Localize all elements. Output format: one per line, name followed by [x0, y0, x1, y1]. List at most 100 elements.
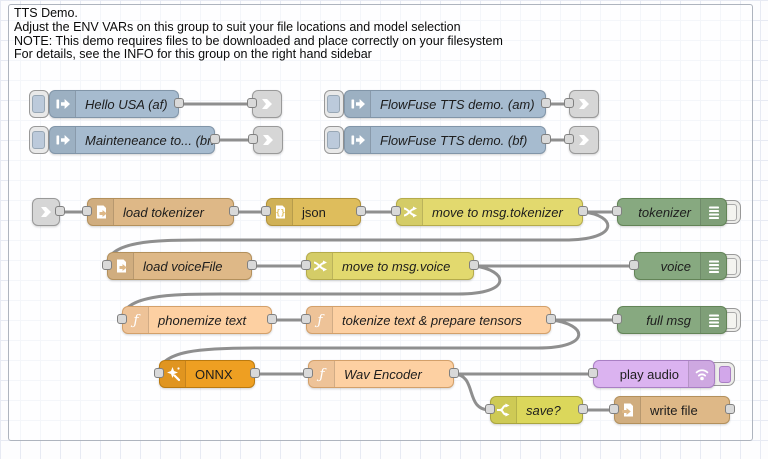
- node-label: Wav Encoder: [344, 366, 422, 382]
- wire[interactable]: [120, 264, 502, 322]
- input-port[interactable]: [301, 314, 311, 324]
- wire[interactable]: [452, 372, 492, 412]
- node-label: ONNX: [195, 366, 233, 382]
- node-debug-voice[interactable]: voice: [629, 252, 727, 280]
- node-label: move to msg.tokenizer: [432, 204, 563, 220]
- output-port[interactable]: [541, 98, 551, 108]
- node-inject-flowfuse-bf[interactable]: FlowFuse TTS demo. (bf): [344, 126, 551, 154]
- node-debug-full-msg[interactable]: full msg: [612, 306, 727, 334]
- group-label-line: Adjust the ENV VARs on this group to sui…: [14, 19, 461, 34]
- input-port[interactable]: [117, 314, 127, 324]
- output-port[interactable]: [449, 368, 459, 378]
- inject-button[interactable]: [29, 90, 49, 118]
- node-label: json: [302, 204, 326, 220]
- node-switch-save[interactable]: save?: [485, 396, 588, 424]
- node-inject-hello-usa[interactable]: Hello USA (af): [49, 90, 184, 118]
- input-port[interactable]: [564, 98, 574, 108]
- input-port[interactable]: [247, 98, 257, 108]
- file-export-icon: [108, 253, 134, 279]
- output-port[interactable]: [174, 98, 184, 108]
- group-label-line: NOTE: This demo requires files to be dow…: [14, 33, 503, 48]
- svg-text:ƒ: ƒ: [130, 313, 141, 329]
- input-port[interactable]: [82, 206, 92, 216]
- node-label: FlowFuse TTS demo. (am): [380, 96, 535, 112]
- group-label-line: For details, see the INFO for this group…: [14, 47, 372, 62]
- node-tokenize-prepare-tensors[interactable]: ƒ tokenize text & prepare tensors: [301, 306, 556, 334]
- input-port[interactable]: [102, 260, 112, 270]
- group-label: TTS Demo. Adjust the ENV VARs on this gr…: [14, 6, 503, 62]
- function-icon: ƒ: [123, 307, 149, 333]
- link-arrow-icon: [570, 91, 598, 117]
- output-port[interactable]: [267, 314, 277, 324]
- node-play-audio[interactable]: play audio: [588, 360, 715, 388]
- node-link-out[interactable]: [564, 90, 599, 118]
- input-port[interactable]: [301, 260, 311, 270]
- input-port[interactable]: [629, 260, 639, 270]
- link-arrow-icon: [570, 127, 598, 153]
- input-port[interactable]: [154, 368, 164, 378]
- node-label: save?: [526, 402, 561, 418]
- node-inject-flowfuse-am[interactable]: FlowFuse TTS demo. (am): [344, 90, 551, 118]
- node-label: play audio: [619, 366, 679, 382]
- inject-button[interactable]: [29, 126, 49, 154]
- node-load-voicefile[interactable]: load voiceFile: [102, 252, 257, 280]
- node-label: tokenize text & prepare tensors: [342, 312, 522, 328]
- node-link-out[interactable]: [248, 126, 283, 154]
- node-write-file[interactable]: write file: [609, 396, 735, 424]
- console-lines-icon: [700, 253, 726, 279]
- output-port[interactable]: [229, 206, 239, 216]
- node-link-out[interactable]: [247, 90, 282, 118]
- node-wav-encoder[interactable]: ƒ Wav Encoder: [303, 360, 459, 388]
- node-label: FlowFuse TTS demo. (bf): [380, 132, 528, 148]
- node-onnx[interactable]: ONNX: [154, 360, 260, 388]
- output-port[interactable]: [578, 404, 588, 414]
- function-icon: ƒ: [307, 307, 333, 333]
- output-port[interactable]: [55, 206, 65, 216]
- input-port[interactable]: [261, 206, 271, 216]
- node-move-to-msg-voice[interactable]: move to msg.voice: [301, 252, 479, 280]
- input-port[interactable]: [564, 134, 574, 144]
- output-port[interactable]: [210, 134, 220, 144]
- output-port[interactable]: [469, 260, 479, 270]
- file-import-icon: [615, 397, 641, 423]
- magic-wand-icon: [160, 361, 186, 387]
- node-inject-maintenance[interactable]: Mainteneance to... (bm): [49, 126, 220, 154]
- input-port[interactable]: [609, 404, 619, 414]
- output-port[interactable]: [247, 260, 257, 270]
- node-label: Mainteneance to... (bm): [85, 132, 214, 148]
- input-port[interactable]: [391, 206, 401, 216]
- node-json[interactable]: {} json: [261, 198, 366, 226]
- node-link-in[interactable]: [32, 198, 65, 226]
- output-port[interactable]: [546, 314, 556, 324]
- node-move-to-msg-tokenizer[interactable]: move to msg.tokenizer: [391, 198, 588, 226]
- fork-branch-icon: [491, 397, 517, 423]
- output-port[interactable]: [250, 368, 260, 378]
- wire[interactable]: [105, 210, 610, 268]
- inject-button[interactable]: [324, 90, 344, 118]
- node-load-tokenizer[interactable]: load tokenizer: [82, 198, 239, 226]
- input-port[interactable]: [588, 368, 598, 378]
- input-port[interactable]: [303, 368, 313, 378]
- console-lines-icon: [700, 307, 726, 333]
- wire[interactable]: [157, 318, 581, 376]
- node-debug-tokenizer[interactable]: tokenizer: [612, 198, 727, 226]
- node-label: voice: [660, 258, 691, 274]
- input-port[interactable]: [612, 314, 622, 324]
- input-port[interactable]: [485, 404, 495, 414]
- node-link-out[interactable]: [564, 126, 599, 154]
- sound-waves-icon: [688, 361, 714, 387]
- output-port[interactable]: [541, 134, 551, 144]
- node-label: tokenizer: [638, 204, 691, 220]
- inject-button[interactable]: [324, 126, 344, 154]
- input-port[interactable]: [248, 134, 258, 144]
- output-port[interactable]: [725, 404, 735, 414]
- function-icon: ƒ: [309, 361, 335, 387]
- output-port[interactable]: [578, 206, 588, 216]
- input-port[interactable]: [612, 206, 622, 216]
- node-label: move to msg.voice: [342, 258, 451, 274]
- node-phonemize-text[interactable]: ƒ phonemize text: [117, 306, 277, 334]
- group-label-line: TTS Demo.: [14, 6, 78, 20]
- output-port[interactable]: [356, 206, 366, 216]
